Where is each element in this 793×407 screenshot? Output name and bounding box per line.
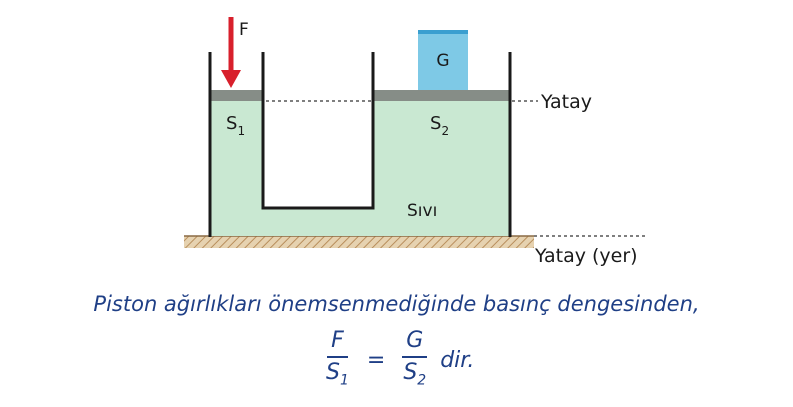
force-label: F xyxy=(239,20,249,40)
hydraulic-press-diagram: G F S1 S2 Sıvı Yatay Yatay (yer) xyxy=(184,17,645,267)
fraction-denominator-area-2: S2 xyxy=(403,360,427,389)
area-left-label: S1 xyxy=(226,113,245,138)
equals-sign: = xyxy=(366,348,386,374)
piston-right xyxy=(373,90,510,101)
horizontal-label: Yatay xyxy=(540,91,592,113)
fraction-denominator-area-1: S1 xyxy=(326,360,349,389)
ground xyxy=(184,236,534,248)
fraction-force-over-area: F S1 xyxy=(322,328,353,393)
caption-text: Piston ağırlıkları önemsenmediğinde bası… xyxy=(93,292,700,316)
weight-label: G xyxy=(436,51,449,71)
force-arrow xyxy=(221,17,241,88)
piston-left xyxy=(210,90,263,101)
liquid-label: Sıvı xyxy=(407,201,437,221)
fraction-weight-over-area: G S2 xyxy=(399,328,430,393)
fraction-numerator-weight: G xyxy=(402,328,428,358)
ground-horizontal-label: Yatay (yer) xyxy=(534,245,638,267)
area-right-label: S2 xyxy=(430,113,449,138)
container-walls xyxy=(208,52,512,237)
weight-block-top-edge xyxy=(418,30,468,34)
formula-tail-text: dir. xyxy=(440,348,475,374)
liquid-fill xyxy=(210,101,510,236)
weight-block xyxy=(418,30,468,90)
fraction-numerator-force: F xyxy=(327,328,348,358)
pressure-balance-formula: F S1 = G S2 dir. xyxy=(322,328,474,393)
